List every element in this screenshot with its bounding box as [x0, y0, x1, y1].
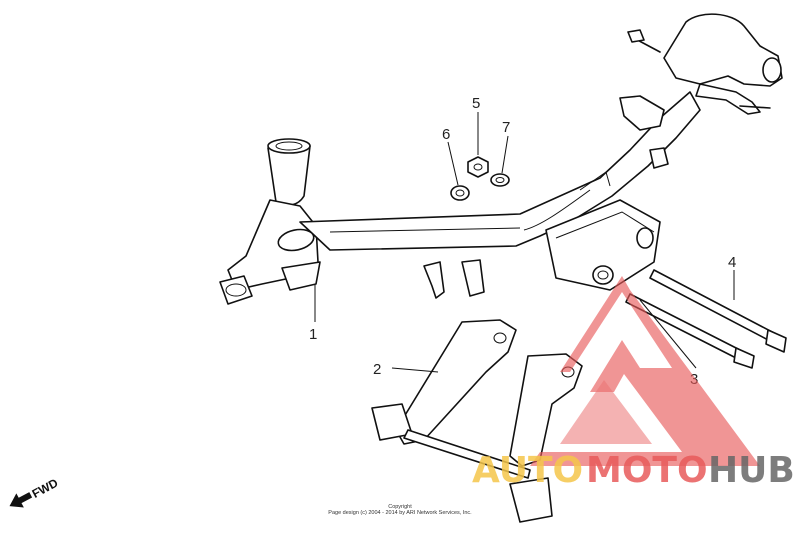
callout-2: 2 — [373, 361, 381, 378]
fwd-arrow-icon — [9, 492, 33, 508]
nut-5 — [467, 156, 489, 178]
callout-6: 6 — [442, 126, 450, 143]
nut-6 — [450, 185, 470, 201]
callout-4: 4 — [728, 254, 736, 271]
watermark-moto: MOTO — [586, 450, 708, 491]
callout-5: 5 — [472, 95, 480, 112]
watermark-logo — [530, 276, 760, 466]
fwd-indicator: FWD — [9, 476, 61, 508]
callout-1: 1 — [309, 326, 317, 343]
fwd-label: FWD — [30, 476, 61, 501]
bolts — [625, 269, 787, 369]
leader-lines — [314, 112, 735, 373]
engine-hanger-bracket — [371, 319, 583, 523]
copyright-line-1: Copyright — [388, 504, 412, 510]
hardware-group — [450, 156, 510, 201]
washer-7 — [490, 173, 510, 187]
main-frame — [219, 13, 783, 305]
copyright-line-2: Page design (c) 2004 - 2014 by ARI Netwo… — [328, 510, 472, 516]
bolt-4 — [649, 269, 777, 343]
watermark-auto: AUTO — [472, 450, 583, 491]
callout-7: 7 — [502, 119, 510, 136]
watermark-hub: HUB — [708, 450, 795, 491]
watermark-triangle-icon — [530, 276, 760, 466]
